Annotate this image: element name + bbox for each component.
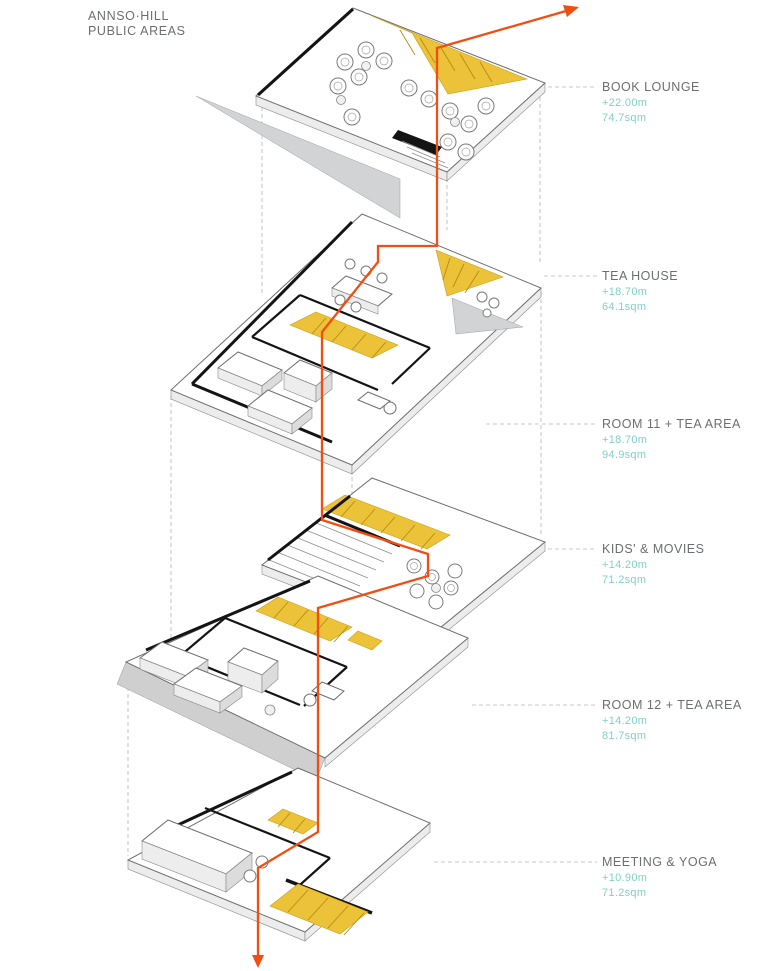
- floor-area: 64.1sqm: [602, 300, 647, 313]
- floor-area: 94.9sqm: [602, 448, 647, 461]
- floor-elevation: +14.20m: [602, 715, 648, 727]
- circulation-route: [252, 5, 579, 968]
- lounge-chairs: [329, 41, 495, 161]
- highlight-area: [269, 883, 369, 935]
- label-connector-lines: [434, 86, 597, 863]
- floor-area: 71.2sqm: [602, 573, 647, 586]
- floor-plate-room12: [116, 575, 469, 781]
- title-line1: ANNSO·HILL: [88, 9, 170, 23]
- floor-elevation: +18.70m: [602, 434, 648, 446]
- bathroom-fixtures: [264, 681, 345, 716]
- highlight-area: [321, 494, 451, 550]
- floor-area: 81.7sqm: [602, 729, 647, 742]
- diagram-title: ANNSO·HILL PUBLIC AREAS: [88, 9, 186, 39]
- stair-wall: [392, 130, 442, 155]
- projection-lines: [127, 90, 542, 856]
- floor-label-book-lounge: BOOK LOUNGE +22.00m 74.7sqm: [602, 80, 774, 125]
- floor-elevation: +22.00m: [602, 97, 648, 109]
- bathroom-fixtures: [357, 391, 397, 415]
- floor-name: BOOK LOUNGE: [602, 80, 700, 94]
- meeting-table: [141, 819, 269, 893]
- tea-table-and-chairs: [331, 258, 500, 318]
- highlight-area: [347, 630, 383, 651]
- floor-name: KIDS' & MOVIES: [602, 542, 705, 556]
- floor-label-kids-movies: KIDS' & MOVIES +14.20m 71.2sqm: [602, 542, 774, 587]
- floor-label-meeting-yoga: MEETING & YOGA +10.90m 71.2sqm: [602, 855, 774, 900]
- stairs: [401, 140, 449, 169]
- floor-plate-meeting-yoga: [126, 767, 431, 942]
- floor-label-tea-house: TEA HOUSE +18.70m 64.1sqm: [602, 269, 774, 314]
- floor-name: ROOM 12 + TEA AREA: [602, 698, 742, 712]
- floor-label-room11-tea-area: ROOM 11 + TEA AREA +18.70m 94.9sqm: [602, 417, 774, 462]
- floor-name: MEETING & YOGA: [602, 855, 718, 869]
- floor-label-room12-tea-area: ROOM 12 + TEA AREA +14.20m 81.7sqm: [602, 698, 774, 743]
- route-arrow-down: [252, 955, 264, 968]
- roof-shadow-plane: [195, 95, 401, 219]
- highlight-area: [371, 15, 529, 95]
- highlight-area: [267, 808, 319, 835]
- highlight-area: [255, 596, 353, 642]
- route-arrow-up: [563, 5, 579, 17]
- beds-room12: [138, 641, 279, 714]
- floor-elevation: +14.20m: [602, 559, 648, 571]
- floor-elevation: +18.70m: [602, 286, 648, 298]
- floor-name: TEA HOUSE: [602, 269, 679, 283]
- floor-plate-book-lounge: [195, 7, 546, 219]
- highlight-area: [435, 249, 504, 297]
- beds-room11: [217, 351, 333, 435]
- floor-area: 74.7sqm: [602, 111, 647, 124]
- floor-area: 71.2sqm: [602, 886, 647, 899]
- floor-plate-tea-house-room11: [170, 213, 542, 475]
- floor-name: ROOM 11 + TEA AREA: [602, 417, 741, 431]
- title-line2: PUBLIC AREAS: [88, 24, 186, 38]
- floor-elevation: +10.90m: [602, 872, 648, 884]
